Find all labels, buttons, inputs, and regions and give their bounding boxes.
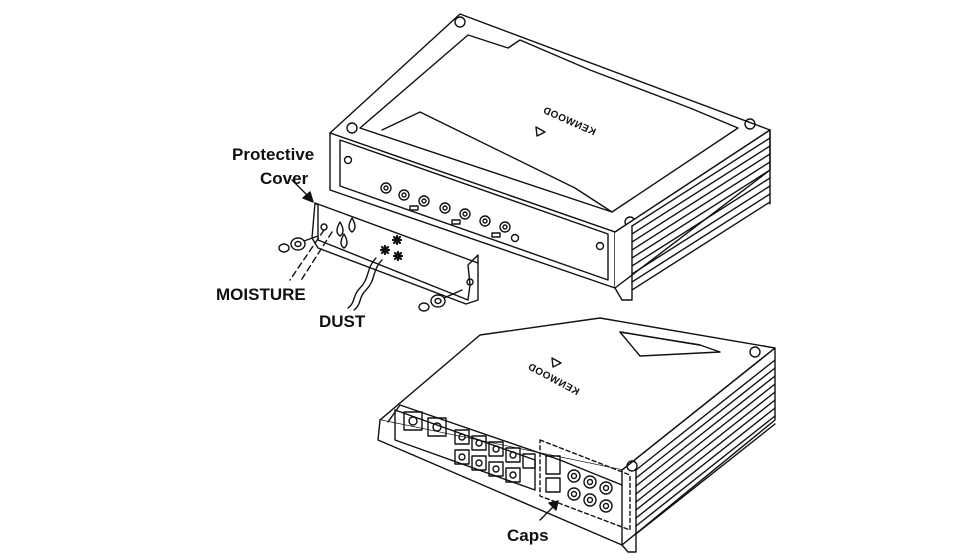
- protective-cover-label-line1: Protective: [232, 145, 314, 164]
- moisture-path: [289, 229, 333, 283]
- arrow-icon: [291, 179, 314, 203]
- top-amplifier: [329, 13, 771, 301]
- caps-dashed-outline: [539, 439, 631, 531]
- arrow-icon: [539, 500, 559, 521]
- front-panel-knobs: [380, 182, 511, 238]
- terminal-block: [394, 409, 536, 491]
- droplet-icon: [336, 217, 356, 249]
- brand-triangle-icon: [535, 126, 546, 137]
- rca-jacks: [545, 455, 613, 513]
- screw-icon: [278, 235, 463, 312]
- caps-label: Caps: [507, 526, 549, 545]
- dust-trail-icon: [347, 257, 383, 311]
- protective-cover: [311, 202, 479, 305]
- dust-label: DUST: [319, 312, 366, 331]
- bottom-amplifier: [377, 317, 776, 553]
- dust-particle-icon: [379, 234, 404, 262]
- protective-cover-label-line2: Cover: [260, 169, 309, 188]
- moisture-label: MOISTURE: [216, 285, 306, 304]
- brand-triangle-icon: [551, 357, 562, 368]
